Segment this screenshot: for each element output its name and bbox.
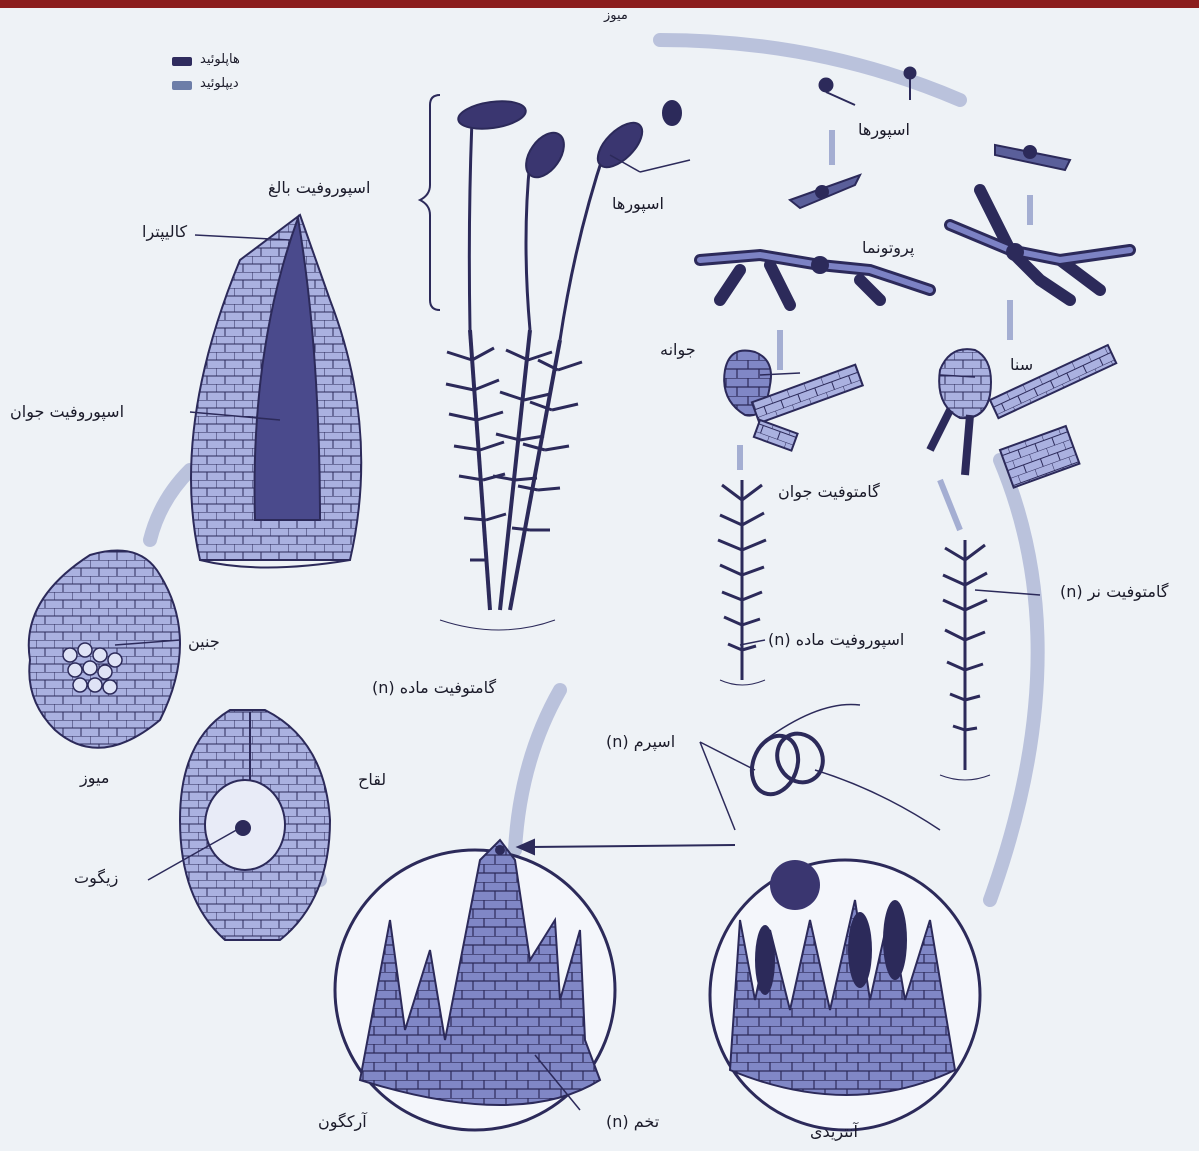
legend-diploid-label: دیپلوئید bbox=[200, 76, 239, 91]
legend-haploid-label: هاپلوئید bbox=[200, 52, 240, 67]
zygote-label: زیگوت bbox=[74, 868, 118, 887]
fertilization-label: لقاح bbox=[358, 770, 386, 789]
meiosis-bottom-label: میوز bbox=[80, 768, 109, 787]
male-gametophyte-label: گامتوفیت نر (n) bbox=[1060, 582, 1168, 601]
young-gametophyte bbox=[718, 480, 766, 685]
female-gametophyte-plants bbox=[440, 120, 605, 630]
sperm-label: اسپرم (n) bbox=[606, 732, 675, 751]
diploid-swatch bbox=[172, 81, 192, 90]
female-sporophyte-label: اسپوروفیت ماده (n) bbox=[768, 630, 904, 649]
male-gametophyte bbox=[940, 540, 990, 780]
embryo-label: جنین bbox=[188, 632, 220, 651]
antheridium-circle bbox=[710, 860, 980, 1130]
haploid-swatch bbox=[172, 57, 192, 66]
archegonium-label: آرکگون bbox=[318, 1112, 367, 1131]
female-gametophyte-label: گامتوفیت ماده (n) bbox=[372, 678, 496, 697]
sperm-to-egg-arrow bbox=[518, 840, 735, 854]
protonema-label: پروتونما bbox=[862, 238, 914, 257]
sperm-enlarged bbox=[744, 704, 940, 830]
protonema-right bbox=[950, 190, 1130, 300]
spores-capsule-label: اسپورها bbox=[612, 194, 664, 213]
capsules bbox=[457, 97, 681, 184]
sena-label: سنا bbox=[1010, 355, 1033, 374]
egg-label: تخم (n) bbox=[606, 1112, 659, 1131]
bud-label: جوانه bbox=[660, 340, 696, 359]
young-sporophyte-structure bbox=[191, 215, 361, 568]
young-gametophyte-label: گامتوفیت جوان bbox=[778, 482, 880, 501]
bracket bbox=[420, 95, 440, 310]
meiosis-top-label: میوز bbox=[604, 8, 628, 23]
embryo-structure bbox=[29, 551, 180, 748]
calyptra-label: کالیپترا bbox=[142, 222, 187, 241]
bud-with-protonema bbox=[724, 350, 863, 450]
spores-top-label: اسپورها bbox=[858, 120, 910, 139]
sperm-pointer-lines bbox=[700, 742, 755, 830]
antheridium-label: آنتریدی bbox=[810, 1122, 858, 1141]
zygote-structure bbox=[180, 710, 330, 940]
young-sporophyte-label: اسپوروفیت جوان bbox=[10, 402, 124, 421]
archegonium-circle bbox=[335, 840, 615, 1130]
mature-sporophyte-label: اسپوروفیت بالغ bbox=[268, 178, 370, 197]
